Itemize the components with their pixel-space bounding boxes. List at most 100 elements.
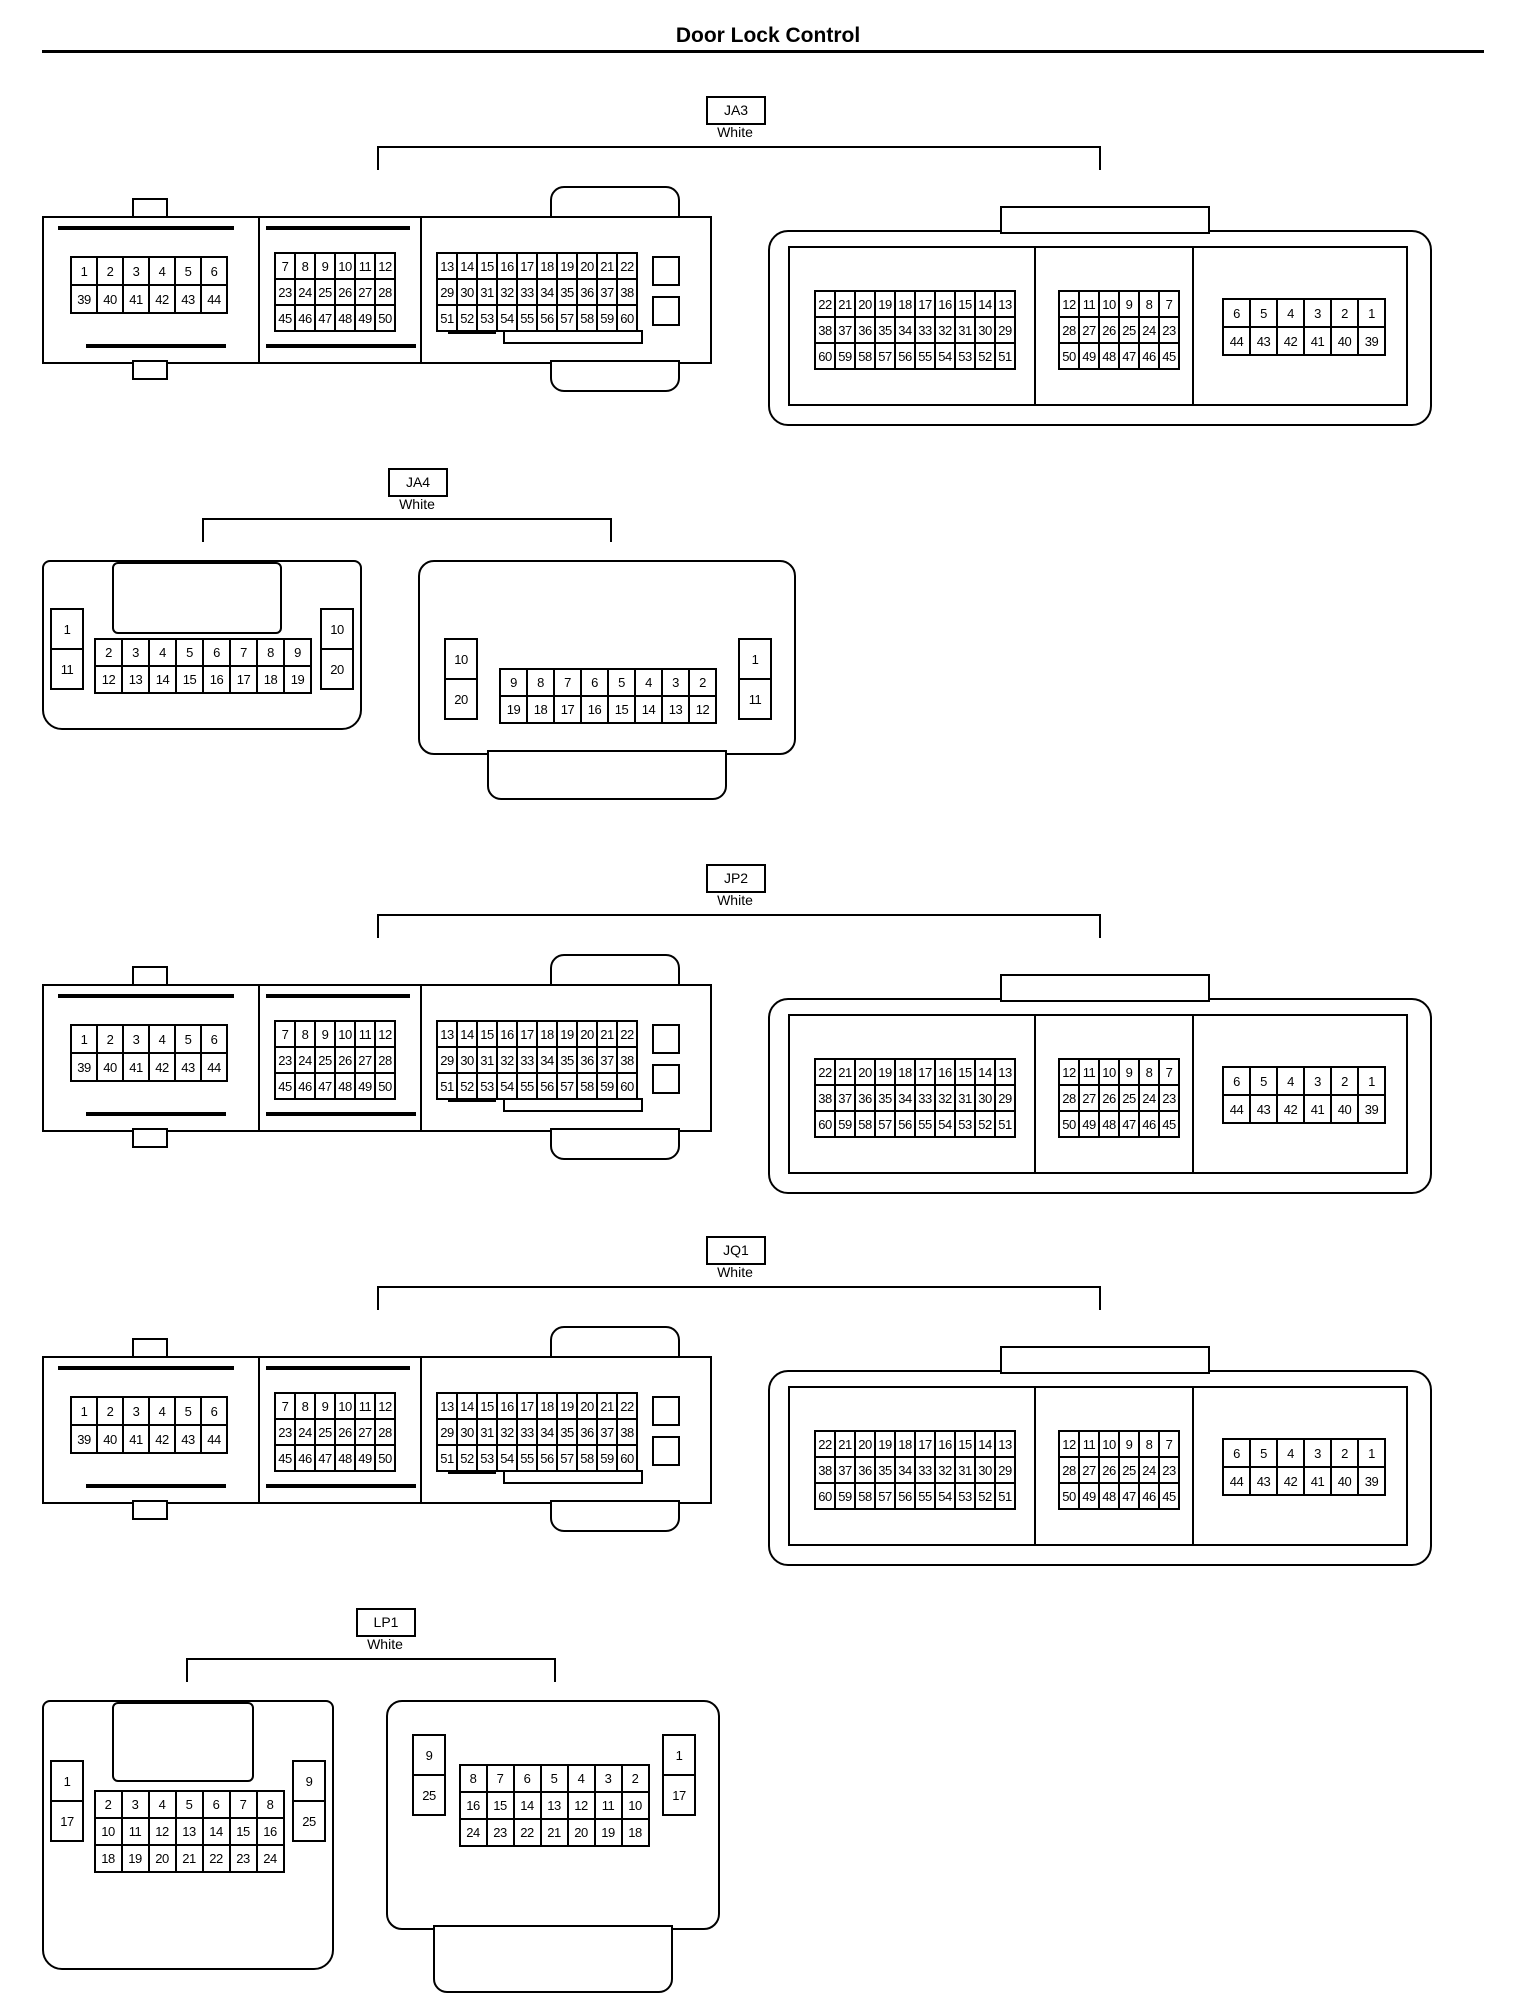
pin-cell: 35 [875, 1457, 895, 1483]
connector-color: White [717, 124, 753, 140]
pin-cell: 12 [375, 1393, 395, 1419]
side-tab [652, 1436, 680, 1466]
pin-cell: 25 [315, 1419, 335, 1445]
pin-cell: 7 [554, 669, 581, 696]
pin-cell: 22 [202, 1845, 230, 1872]
pin-cell: 30 [975, 317, 995, 343]
key-slot [503, 1098, 643, 1112]
pin-cell: 30 [975, 1457, 995, 1483]
pin-cell: 57 [875, 343, 895, 369]
pin-cell: 25 [1119, 317, 1139, 343]
pin-cell: 34 [895, 1085, 915, 1111]
pin-cell: 57 [875, 1483, 895, 1509]
pin-cell: 58 [855, 1111, 875, 1137]
pin-cell: 54 [935, 1111, 955, 1137]
pin-cell: 10 [1099, 291, 1119, 317]
pin-cell: 45 [275, 1073, 295, 1099]
latch-housing [550, 1500, 680, 1532]
divider-bar [266, 1484, 416, 1488]
divider-line [1192, 246, 1194, 406]
pin-cell: 2 [94, 1791, 122, 1818]
pin-cell: 39 [1358, 1467, 1385, 1495]
pin-cell: 54 [497, 1073, 517, 1099]
pin-cell: 57 [557, 1445, 577, 1471]
pin-cell: 59 [597, 305, 617, 331]
pin-cell: 29 [437, 1047, 457, 1073]
pin-cell: 22 [815, 1431, 835, 1457]
latch [112, 562, 282, 634]
pin-cell: 10 [1099, 1059, 1119, 1085]
pin-cell: 4 [635, 669, 662, 696]
pin-cell: 38 [815, 1085, 835, 1111]
pin-cell: 28 [375, 1419, 395, 1445]
pin-cell: 55 [517, 1445, 537, 1471]
pin-cell: 5 [1250, 1439, 1277, 1467]
connector-label: JP2 [706, 864, 766, 893]
pin-cell: 2 [621, 1765, 649, 1792]
pin-cell: 6 [1223, 1067, 1250, 1095]
pin-cell: 48 [335, 1445, 355, 1471]
side-tab [652, 256, 680, 286]
pin-cell: 31 [477, 279, 497, 305]
pin-cell: 16 [459, 1792, 487, 1819]
pin-cell: 41 [1304, 1467, 1331, 1495]
pin-cell: 22 [617, 1393, 637, 1419]
pin-cell: 51 [995, 1111, 1015, 1137]
pin-cell: 9 [1119, 1431, 1139, 1457]
pin-cell: 10 [321, 609, 353, 649]
pin-cell: 6 [1223, 1439, 1250, 1467]
pin-cell: 12 [1059, 1059, 1079, 1085]
pin-cell: 1 [51, 1761, 83, 1801]
pin-cell: 40 [1331, 1095, 1358, 1123]
pin-cell: 4 [149, 1025, 175, 1053]
latch [132, 1128, 168, 1148]
pin-cell: 13 [995, 291, 1015, 317]
pin-cell: 8 [1139, 1059, 1159, 1085]
pin-cell: 35 [875, 1085, 895, 1111]
pin-cell: 31 [477, 1419, 497, 1445]
pin-cell: 16 [203, 666, 230, 693]
pin-cell: 51 [995, 1483, 1015, 1509]
pin-cell: 6 [513, 1765, 541, 1792]
pin-cell: 40 [97, 1425, 123, 1453]
pin-cell: 5 [176, 639, 203, 666]
pin-cell: 17 [230, 666, 257, 693]
pin-cell: 60 [815, 343, 835, 369]
pin-cell: 8 [527, 669, 554, 696]
side-tab [652, 1396, 680, 1426]
pin-cell: 7 [486, 1765, 514, 1792]
pin-cell: 9 [284, 639, 311, 666]
connector-color: White [399, 496, 435, 512]
pin-cell: 59 [597, 1073, 617, 1099]
pin-cell: 40 [1331, 1467, 1358, 1495]
pin-cell: 43 [175, 285, 201, 313]
divider-bar [266, 1112, 416, 1116]
side-tab [652, 1024, 680, 1054]
pin-cell: 17 [517, 253, 537, 279]
connector-color: White [717, 1264, 753, 1280]
pin-cell: 13 [995, 1431, 1015, 1457]
pin-cell: 33 [517, 1047, 537, 1073]
pin-cell: 53 [955, 1483, 975, 1509]
pin-cell: 23 [275, 1419, 295, 1445]
pin-cell: 20 [577, 253, 597, 279]
divider-line [420, 986, 422, 1130]
connector-label: LP1 [356, 1608, 416, 1637]
pin-cell: 36 [577, 1047, 597, 1073]
pin-cell: 14 [457, 1021, 477, 1047]
pin-cell: 37 [597, 1047, 617, 1073]
latch [132, 1500, 168, 1520]
pin-cell: 40 [97, 1053, 123, 1081]
pin-cell: 14 [975, 1431, 995, 1457]
pin-cell: 49 [1079, 1111, 1099, 1137]
pin-cell: 37 [835, 317, 855, 343]
side-tab [652, 1064, 680, 1094]
